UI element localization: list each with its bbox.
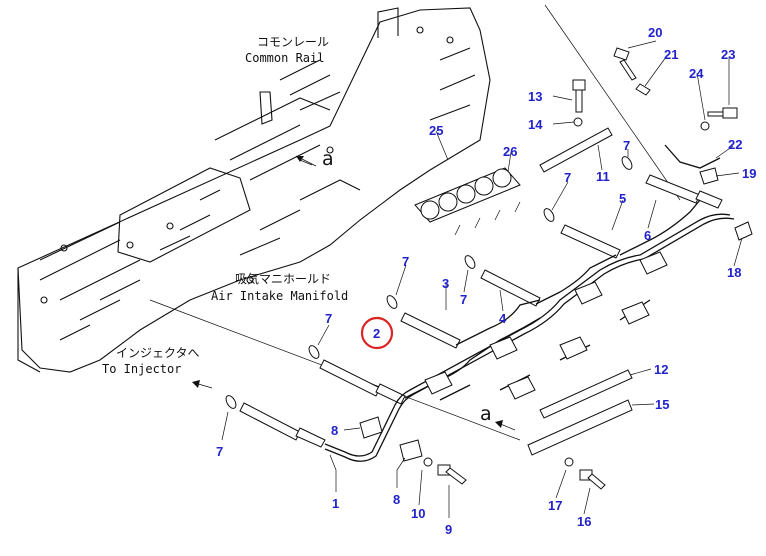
callout-17[interactable]: 17	[548, 498, 562, 513]
callout-24[interactable]: 24	[689, 66, 704, 81]
callout-9[interactable]: 9	[445, 522, 452, 537]
injector-label-en: To Injector	[102, 362, 181, 376]
terminal-blocks	[527, 127, 633, 456]
callout-2[interactable]: 2	[373, 326, 380, 341]
callout-20[interactable]: 20	[648, 25, 662, 40]
callout-12[interactable]: 12	[654, 362, 668, 377]
common-rail-label-jp: コモンレール	[257, 35, 329, 49]
injector-bodies	[239, 174, 723, 448]
callout-19[interactable]: 19	[742, 166, 756, 181]
callout-22[interactable]: 22	[728, 137, 742, 152]
callout-10[interactable]: 10	[411, 506, 425, 521]
o-rings	[225, 156, 633, 409]
callout-23[interactable]: 23	[721, 47, 735, 62]
callout-5[interactable]: 5	[619, 191, 626, 206]
callout-7f[interactable]: 7	[216, 444, 223, 459]
callout-8a[interactable]: 8	[331, 423, 338, 438]
callout-16[interactable]: 16	[577, 514, 591, 529]
callout-leaders	[221, 40, 743, 518]
callout-8b[interactable]: 8	[393, 492, 400, 507]
text-labels: コモンレール Common Rail 吸気マニホールド Air Intake M…	[102, 35, 492, 425]
callout-7a[interactable]: 7	[623, 138, 630, 153]
selected-part-highlight	[360, 316, 394, 350]
manifold-label-jp: 吸気マニホールド	[235, 271, 331, 286]
engine-block	[17, 7, 491, 373]
reference-a-bottom: a	[480, 403, 492, 425]
callout-15[interactable]: 15	[655, 397, 669, 412]
callout-21[interactable]: 21	[664, 47, 678, 62]
callout-numbers: 1 2 3 4 5 6 7 7 7 7 7 7 8 8 9 10 11 12 1…	[216, 25, 756, 537]
fuel-pipes	[324, 199, 735, 462]
manifold-label-en: Air Intake Manifold	[211, 289, 348, 303]
connector-bank	[414, 167, 521, 236]
reference-a-top: a	[322, 148, 334, 170]
callout-7c[interactable]: 7	[402, 254, 409, 269]
callout-6[interactable]: 6	[644, 228, 651, 243]
brackets	[359, 144, 753, 462]
callout-4[interactable]: 4	[499, 311, 507, 326]
callout-7b[interactable]: 7	[564, 170, 571, 185]
callout-7d[interactable]: 7	[460, 292, 467, 307]
direction-arrows	[192, 155, 516, 431]
callout-25[interactable]: 25	[429, 123, 443, 138]
callout-13[interactable]: 13	[528, 89, 542, 104]
callout-26[interactable]: 26	[503, 144, 517, 159]
callout-3[interactable]: 3	[442, 276, 449, 291]
clamps	[424, 251, 668, 400]
injector-label-jp: インジェクタへ	[116, 346, 200, 360]
callout-18[interactable]: 18	[727, 265, 741, 280]
callout-7e[interactable]: 7	[325, 311, 332, 326]
callout-1[interactable]: 1	[332, 496, 339, 511]
reference-lines	[149, 4, 681, 441]
callout-14[interactable]: 14	[528, 117, 543, 132]
bolts	[423, 47, 738, 490]
callout-11[interactable]: 11	[596, 169, 610, 184]
common-rail-label-en: Common Rail	[245, 51, 324, 65]
